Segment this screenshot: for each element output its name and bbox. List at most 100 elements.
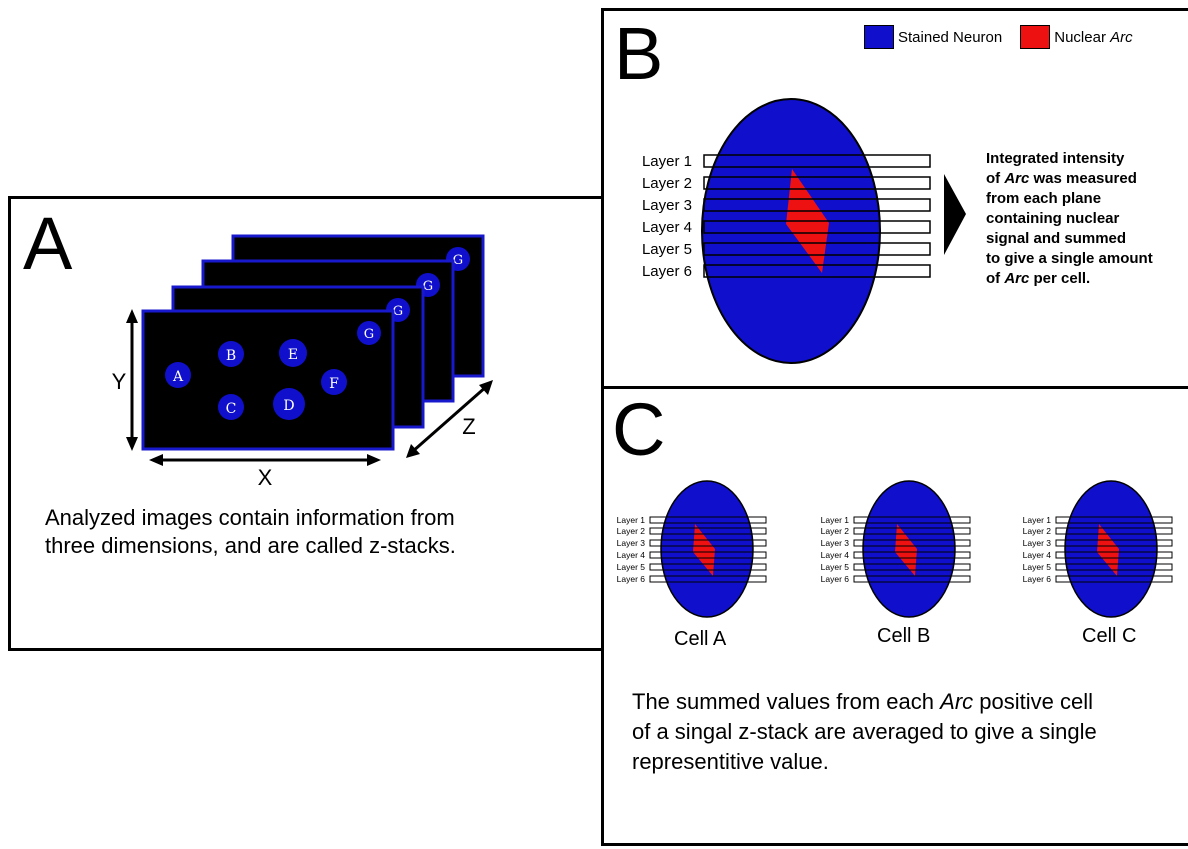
layer-plane-5 bbox=[703, 242, 931, 256]
panel-b-caption-line3: from each plane bbox=[986, 190, 1102, 207]
cell-1-layer-label-3: Layer 3 bbox=[617, 538, 646, 548]
layer-plane-4 bbox=[703, 220, 931, 234]
cell-1-layer-label-2: Layer 2 bbox=[617, 526, 646, 536]
cell-label-g-3: G bbox=[423, 279, 433, 294]
cell-1-layer-plane-5 bbox=[649, 563, 767, 571]
cell-label-g-2: G bbox=[393, 304, 403, 319]
cell-label-b: B bbox=[226, 348, 236, 364]
panel-a-caption: Analyzed images contain information from… bbox=[45, 504, 456, 560]
cell-3-layer-label-6: Layer 6 bbox=[1023, 574, 1052, 584]
panel-c-caption: The summed values from each Arc positive… bbox=[632, 687, 1097, 777]
z-axis-label: Z bbox=[462, 414, 475, 439]
cell-1-layer-plane-3 bbox=[649, 539, 767, 547]
layer-label-5: Layer 5 bbox=[642, 241, 692, 258]
panel-b-caption-line4: containing nuclear bbox=[986, 210, 1120, 227]
layer-planes bbox=[703, 154, 931, 278]
legend-label-arc: Nuclear Arc bbox=[1054, 28, 1133, 46]
cell-2-layer-plane-2 bbox=[853, 527, 971, 535]
cell-1-layer-plane-2 bbox=[649, 527, 767, 535]
panel-a-caption-line1: Analyzed images contain information from bbox=[45, 505, 455, 530]
cell-marker-c bbox=[218, 394, 244, 420]
layer-label-2: Layer 2 bbox=[642, 175, 692, 192]
x-axis-label: X bbox=[258, 465, 273, 490]
panel-c-letter: C bbox=[612, 388, 666, 471]
panel-b-caption-line5: signal and summed bbox=[986, 230, 1127, 247]
cell-1-layer-plane-1 bbox=[649, 516, 767, 524]
cell-3-layer-plane-3 bbox=[1055, 539, 1173, 547]
z-axis-arrow bbox=[406, 380, 493, 458]
stained-neuron bbox=[701, 98, 881, 364]
cell-2-layer-plane-1 bbox=[853, 516, 971, 524]
panel-b-caption: Integrated intensity of Arc was measured… bbox=[986, 149, 1153, 289]
panel-b-caption-line2: of Arc was measured bbox=[986, 170, 1137, 187]
cell-label-d: D bbox=[283, 398, 294, 414]
cell-marker-g bbox=[357, 321, 381, 345]
cell-1-layer-label-5: Layer 5 bbox=[617, 562, 646, 572]
layer-label-3: Layer 3 bbox=[642, 197, 692, 214]
cell-2-layer-plane-4 bbox=[853, 551, 971, 559]
cell-3-layer-label-4: Layer 4 bbox=[1023, 550, 1052, 560]
cell-label-e: E bbox=[288, 347, 298, 363]
cell-3-layer-label-1: Layer 1 bbox=[1023, 515, 1052, 525]
cell-2-nucleus bbox=[895, 524, 917, 576]
cell-3-layer-label-2: Layer 2 bbox=[1023, 526, 1052, 536]
cell-1-layer-plane-6 bbox=[649, 575, 767, 583]
cell-2-layer-label-6: Layer 6 bbox=[821, 574, 850, 584]
cell-label-g-4: G bbox=[453, 253, 463, 268]
cell-2-layer-plane-3 bbox=[853, 539, 971, 547]
cell-3-layer-label-3: Layer 3 bbox=[1023, 538, 1052, 548]
panel-a: A G G G A B C D E F G Y bbox=[8, 196, 604, 651]
legend-swatch-neuron bbox=[864, 25, 894, 49]
legend-swatch-arc bbox=[1020, 25, 1051, 49]
cell-label-f: F bbox=[329, 376, 339, 392]
cell-marker-d bbox=[273, 388, 305, 420]
layer-label-6: Layer 6 bbox=[642, 263, 692, 280]
layer-plane-3 bbox=[703, 198, 931, 212]
legend-label-neuron: Stained Neuron bbox=[898, 28, 1003, 46]
y-axis-label: Y bbox=[112, 369, 127, 394]
layer-plane-6 bbox=[703, 264, 931, 278]
z-stack-diagram: G G G A B C D E F G Y bbox=[112, 234, 493, 490]
cell-2-layer-label-5: Layer 5 bbox=[821, 562, 850, 572]
panel-b-caption-line7: of Arc per cell. bbox=[986, 270, 1091, 287]
cell-2-layer-plane-5 bbox=[853, 563, 971, 571]
neuron-diagram: Layer 1 Layer 2 Layer 3 Layer 4 Layer 5 Layer… bbox=[642, 98, 966, 364]
cell-2-layer-label-3: Layer 3 bbox=[821, 538, 850, 548]
y-axis-arrow bbox=[126, 309, 138, 451]
cell-3-layer-plane-4 bbox=[1055, 551, 1173, 559]
cell-marker-e bbox=[279, 339, 307, 367]
layer-label-1: Layer 1 bbox=[642, 153, 692, 170]
cell-2-layer-label-1: Layer 1 bbox=[821, 515, 850, 525]
cell-3-nucleus bbox=[1097, 524, 1119, 576]
x-axis-arrow bbox=[149, 454, 381, 466]
cell-2-layer-label-2: Layer 2 bbox=[821, 526, 850, 536]
legend: Stained Neuron Nuclear Arc bbox=[864, 25, 1133, 49]
layer-labels: Layer 1 Layer 2 Layer 3 Layer 4 Layer 5 Layer… bbox=[642, 153, 692, 280]
cell-label-a: A bbox=[172, 369, 184, 385]
panel-b-caption-line6: to give a single amount bbox=[986, 250, 1153, 267]
cell-3-layer-label-5: Layer 5 bbox=[1023, 562, 1052, 572]
panel-a-letter: A bbox=[23, 202, 73, 285]
panel-a-caption-line2: three dimensions, and are called z-stack… bbox=[45, 533, 456, 558]
cell-label-c: C bbox=[226, 401, 237, 417]
layer-label-4: Layer 4 bbox=[642, 219, 692, 236]
cell-label-g: G bbox=[364, 327, 374, 342]
cell-1-nucleus bbox=[693, 524, 715, 576]
cell-marker-b bbox=[218, 341, 244, 367]
cell-a-label: Cell A bbox=[674, 628, 727, 650]
cell-3-layer-plane-1 bbox=[1055, 516, 1173, 524]
cell-2-layer-label-4: Layer 4 bbox=[821, 550, 850, 560]
panel-b-letter: B bbox=[614, 12, 664, 95]
panel-c-caption-line2: of a singal z-stack are averaged to give… bbox=[632, 719, 1097, 744]
cell-3-layer-plane-5 bbox=[1055, 563, 1173, 571]
cell-c-label: Cell C bbox=[1082, 625, 1137, 647]
layer-plane-2 bbox=[703, 176, 931, 190]
cell-1-layer-label-1: Layer 1 bbox=[617, 515, 646, 525]
cell-1-layer-label-6: Layer 6 bbox=[617, 574, 646, 584]
cell-b-label: Cell B bbox=[877, 625, 931, 647]
